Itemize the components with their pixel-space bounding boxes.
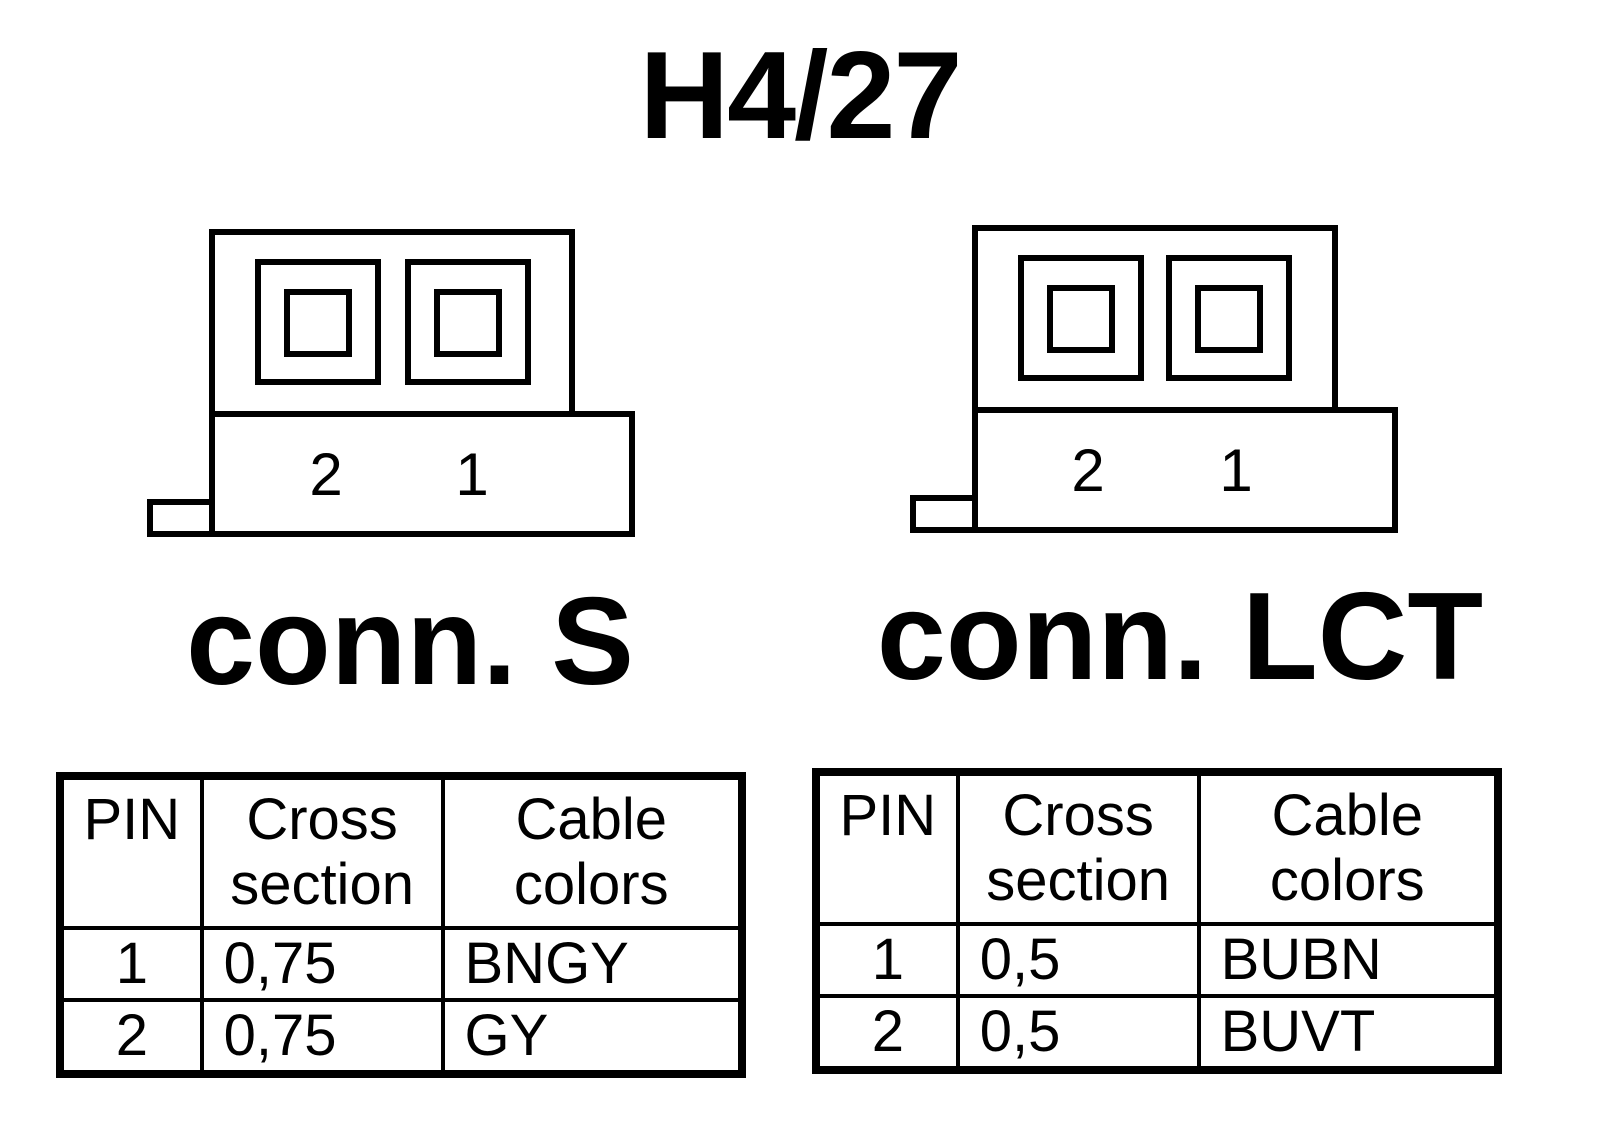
- connector-s-latch: [147, 499, 215, 537]
- cell-cable-color: BUBN: [1196, 922, 1501, 998]
- connector-lct-cavity-1-outer: [1166, 255, 1292, 381]
- table-row: 2 0,75 GY: [58, 998, 744, 1076]
- cell-cross-section: 0,5: [955, 922, 1201, 998]
- connector-s-label: conn. S: [186, 573, 634, 711]
- header-pin: PIN: [58, 774, 204, 930]
- cell-cross-section: 0,75: [199, 998, 445, 1076]
- connector-s-cavity-2-inner: [284, 289, 352, 357]
- connector-lct-cavity-1-inner: [1195, 285, 1263, 353]
- table-row: 1 0,5 BUBN: [814, 922, 1501, 998]
- connector-lct-housing-bottom: [972, 407, 1398, 533]
- connector-lct-cavity-2-inner: [1047, 285, 1115, 353]
- connector-s-cavity-2-outer: [255, 259, 381, 385]
- connector-lct-drawing: [910, 225, 1398, 533]
- cell-cable-color: BUVT: [1196, 994, 1501, 1072]
- cell-cross-section: 0,75: [199, 926, 445, 1002]
- connector-s-pin-label-2: 2: [309, 441, 342, 508]
- cell-cable-color: BNGY: [440, 926, 744, 1002]
- connector-s-cavity-1-inner: [434, 289, 502, 357]
- header-pin: PIN: [814, 770, 960, 926]
- connector-lct-cavity-2-outer: [1018, 255, 1144, 381]
- cell-pin: 1: [58, 926, 204, 1002]
- connector-s-cavity-1-outer: [405, 259, 531, 385]
- cell-pin: 2: [58, 998, 204, 1076]
- connector-s-drawing: [147, 229, 635, 537]
- connector-lct-label: conn. LCT: [876, 568, 1484, 706]
- connector-s-housing-bottom: [209, 411, 635, 537]
- table-row: 1 0,75 BNGY: [58, 926, 744, 1002]
- cell-cross-section: 0,5: [955, 994, 1201, 1072]
- cell-cable-color: GY: [440, 998, 744, 1076]
- cell-pin: 1: [814, 922, 960, 998]
- connector-lct-latch: [910, 495, 978, 533]
- diagram-title: H4/27: [639, 27, 963, 165]
- cell-pin: 2: [814, 994, 960, 1072]
- table-row: 2 0,5 BUVT: [814, 994, 1501, 1072]
- connector-lct-pin-label-2: 2: [1071, 437, 1104, 504]
- connector-s-pin-label-1: 1: [455, 441, 488, 508]
- connector-lct-pin-label-1: 1: [1219, 437, 1252, 504]
